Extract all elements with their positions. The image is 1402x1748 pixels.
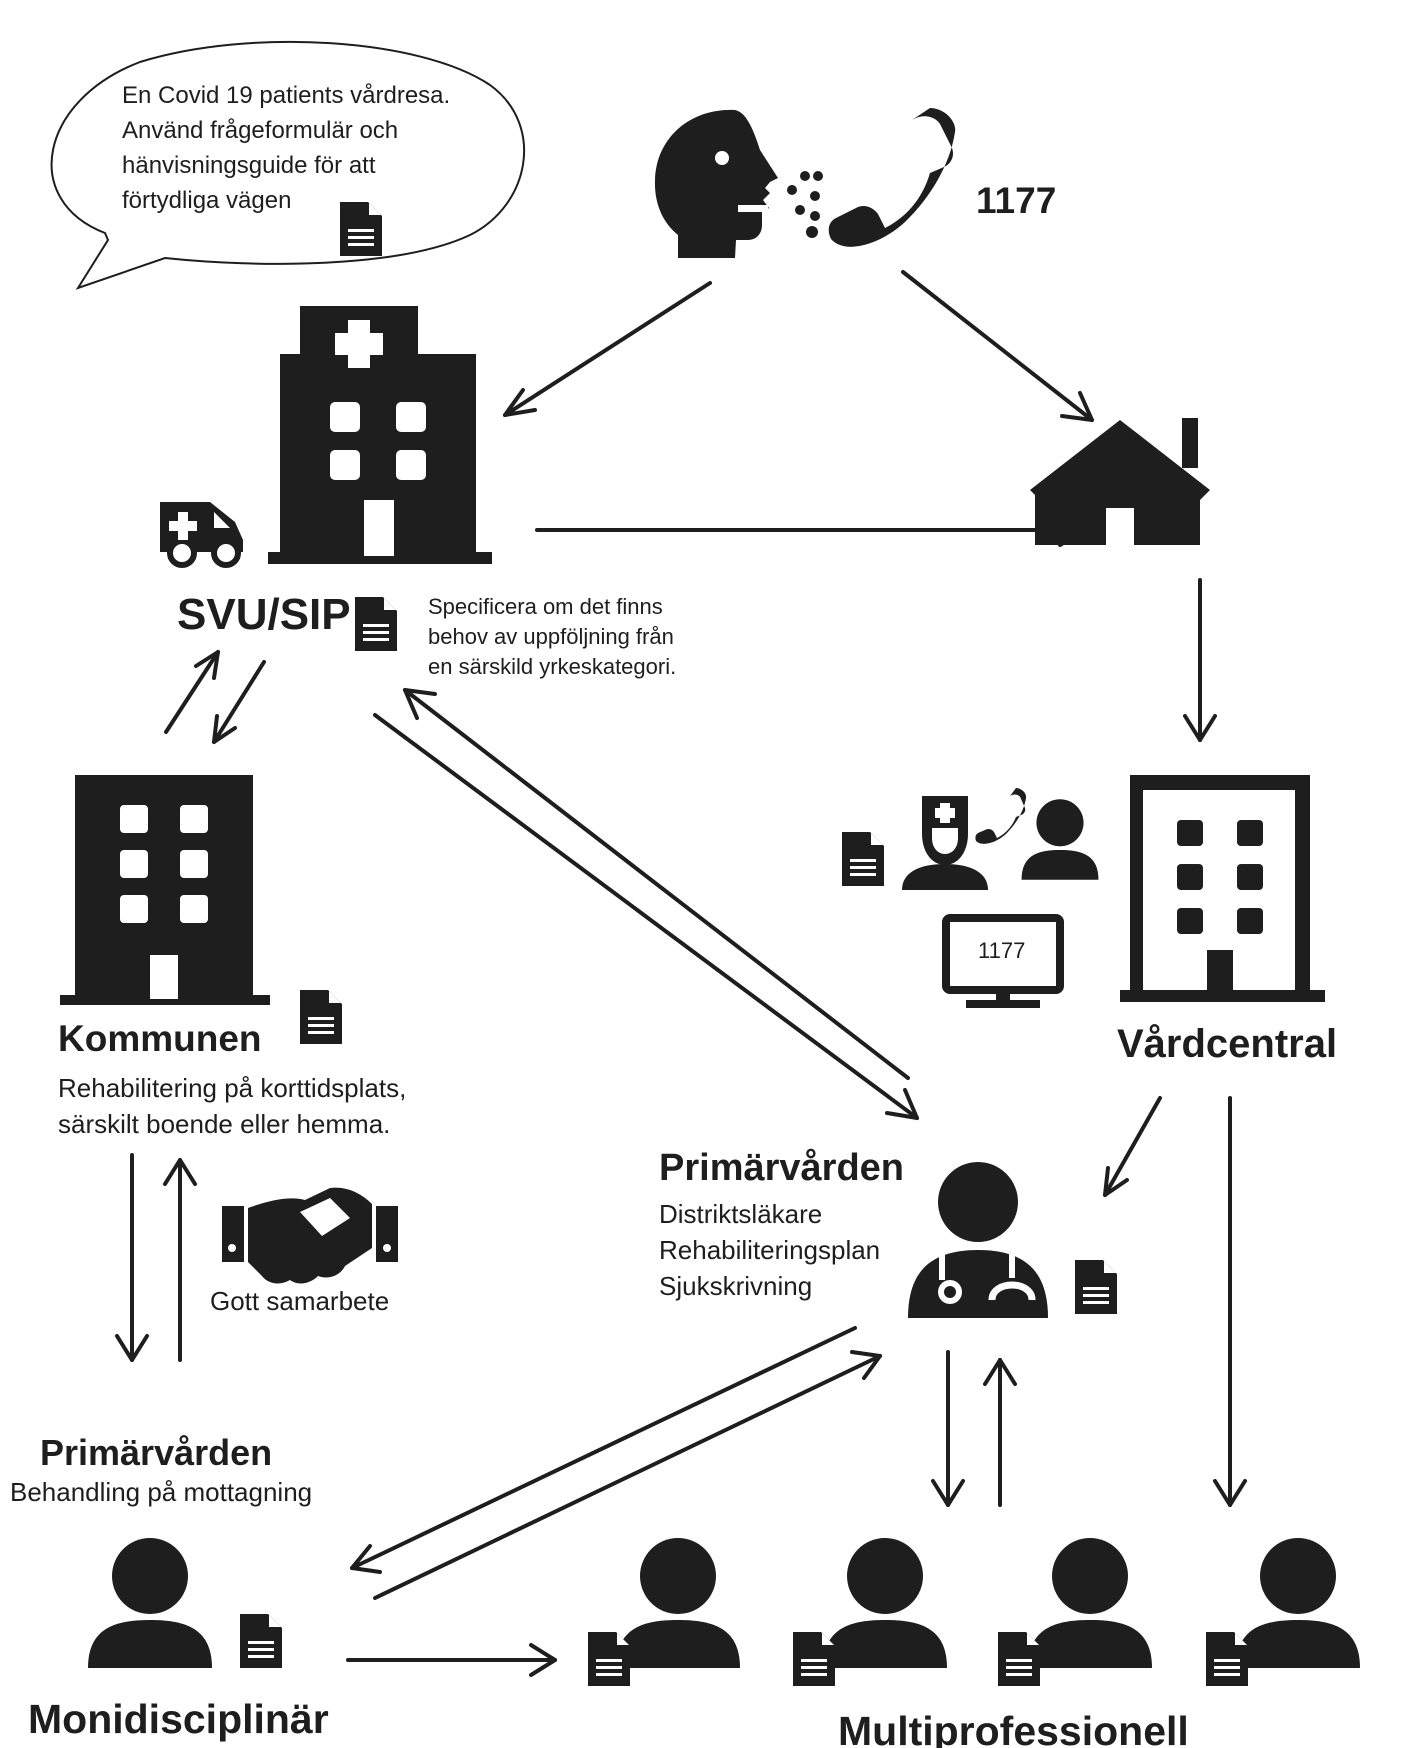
arrow-doctor-to-single [350,1326,857,1574]
arrow-doctor-to-team [931,1350,965,1507]
document-icon [300,990,342,1044]
person-icon [88,1538,212,1668]
multiprofessional-label: Multiprofessionell [838,1708,1189,1748]
arrow-team-to-doctor [983,1358,1017,1507]
collaboration-label: Gott samarbete [210,1286,390,1316]
person-icon [1021,799,1099,880]
primary-care-line-1: Distriktsläkare [659,1199,823,1229]
team-person-icon [616,1538,740,1668]
primary-care-title: Primärvården [659,1147,905,1189]
arrow-hospital-to-home [535,513,1087,547]
house-icon [1030,418,1210,545]
team-person-icon [1236,1538,1360,1668]
arrow-home-to-health-center [1183,578,1217,742]
primary-care-clinic-text: Behandling på mottagning [10,1477,313,1507]
team-person-icon [823,1538,947,1668]
document-icon [1206,1632,1248,1686]
arrow-primary-care-to-svu [403,688,910,1080]
handshake-icon [222,1187,398,1284]
svu-note-line-3: en särskild yrkeskategori. [428,654,677,679]
bubble-line-2: Använd frågeformulär och [122,117,399,144]
arrow-svu-to-primary-care [373,713,919,1120]
arrow-svu-to-kommun [212,660,266,744]
bubble-line-3: hänvisningsguide för att [122,152,376,179]
municipality-building-icon [60,775,270,1005]
document-icon [1075,1260,1117,1314]
nurse-icon [902,796,988,890]
phone-icon [828,108,956,247]
arrow-caller-to-home [901,270,1094,422]
health-center-building-icon [1120,775,1325,1002]
arrow-single-to-team [346,1643,557,1677]
bubble-line-1: En Covid 19 patients vårdresa. [122,82,451,109]
arrow-kommun-to-svu [164,650,220,734]
team-person-icon [1028,1538,1152,1668]
svu-sip-label: SVU/SIP [177,590,351,639]
document-icon [793,1632,835,1686]
doctor-icon [908,1162,1048,1318]
monodisciplinary-label: Monidisciplinär [28,1696,329,1742]
kommunen-text-line-1: Rehabilitering på korttidsplats, [58,1073,407,1103]
svu-note-line-2: behov av uppföljning från [428,624,674,649]
primary-care-line-2: Rehabiliteringsplan [659,1235,881,1265]
arrow-single-to-doctor [373,1350,882,1600]
vardcentral-title: Vårdcentral [1117,1022,1338,1066]
phone-number-label: 1177 [976,180,1057,221]
primary-care-clinic-title: Primärvården [40,1432,273,1473]
document-icon [340,202,382,256]
kommunen-title: Kommunen [58,1018,262,1059]
arrow-caller-to-hospital [503,281,712,417]
monitor-1177-icon [942,914,1064,1008]
coughing-person-icon [654,109,823,258]
document-icon [355,597,397,651]
document-icon [240,1614,282,1668]
phone-small-icon [975,788,1027,844]
arrow-kommun-down [115,1153,149,1362]
document-icon [842,832,884,886]
document-icon [998,1632,1040,1686]
arrow-health-center-to-team [1213,1096,1247,1507]
primary-care-line-3: Sjukskrivning [659,1271,813,1301]
bubble-line-4: förtydliga vägen [122,187,292,214]
arrow-health-center-to-doctor [1103,1096,1162,1197]
arrow-kommun-up [163,1158,197,1362]
hospital-icon [268,306,492,564]
monitor-1177-text: 1177 [978,938,1026,963]
svu-note-line-1: Specificera om det finns [428,594,663,619]
ambulance-icon [160,502,243,568]
document-icon [588,1632,630,1686]
speech-bubble [50,40,525,290]
kommunen-text-line-2: särskilt boende eller hemma. [58,1109,391,1139]
